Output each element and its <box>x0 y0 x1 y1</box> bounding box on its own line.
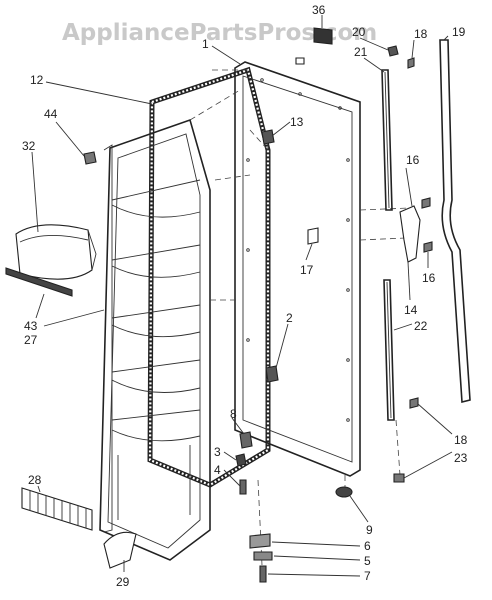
callout-5: 5 <box>364 554 371 568</box>
callout-4: 4 <box>214 463 221 477</box>
callout-43: 43 <box>24 319 38 333</box>
part-2-clip <box>265 365 279 383</box>
part-4-screw <box>239 479 247 495</box>
part-6-bracket <box>249 533 271 549</box>
callout-18-top: 18 <box>414 27 428 41</box>
part-28-grille <box>21 487 93 531</box>
callout-12: 12 <box>30 73 44 87</box>
callout-2: 2 <box>286 311 293 325</box>
callout-6: 6 <box>364 539 371 553</box>
callout-18-bottom: 18 <box>454 433 468 447</box>
door-liner <box>99 118 211 561</box>
callout-16-upper: 16 <box>406 153 420 167</box>
part-7-screw <box>259 565 267 583</box>
part-36-plate <box>295 27 333 65</box>
callout-1: 1 <box>202 37 209 51</box>
callout-29: 29 <box>116 575 130 589</box>
part-14-hinge <box>399 197 433 263</box>
part-43-bin-trim <box>5 267 73 297</box>
part-9-cap <box>335 486 353 498</box>
callout-3: 3 <box>214 445 221 459</box>
part-29-cover <box>103 531 137 569</box>
callout-7: 7 <box>364 569 371 583</box>
part-23-clip <box>393 473 405 483</box>
callout-23: 23 <box>454 451 468 465</box>
assembly-lines <box>189 69 411 566</box>
callout-17: 17 <box>300 263 314 277</box>
callout-36: 36 <box>312 3 326 17</box>
callout-20: 20 <box>352 25 366 39</box>
callout-16-lower: 16 <box>422 271 436 285</box>
outer-door-panel <box>234 61 361 477</box>
callout-labels: 36 1 20 18 19 21 12 44 13 32 16 16 17 14… <box>22 3 468 589</box>
part-3-cap <box>235 453 247 467</box>
callout-9: 9 <box>366 523 373 537</box>
part-44-screw <box>83 151 97 165</box>
callout-8: 8 <box>230 407 237 421</box>
leader-lines <box>31 15 453 577</box>
callout-13: 13 <box>290 115 304 129</box>
callout-44: 44 <box>44 107 58 121</box>
part-22-trim-strip <box>383 279 395 421</box>
part-19-long-strip <box>439 39 471 404</box>
callout-19: 19 <box>452 25 466 39</box>
part-20-hinge-cap <box>387 45 419 409</box>
part-32-door-bin <box>15 224 97 280</box>
callout-28: 28 <box>28 473 42 487</box>
callout-22: 22 <box>414 319 428 333</box>
part-5-plate <box>253 551 273 561</box>
callout-21: 21 <box>354 45 368 59</box>
callout-32: 32 <box>22 139 36 153</box>
part-13-stop <box>261 129 275 150</box>
part-17-bracket <box>307 227 319 245</box>
part-8-bracket <box>239 431 253 449</box>
callout-27: 27 <box>24 333 38 347</box>
part-21-trim-strip <box>381 69 393 211</box>
callout-14: 14 <box>404 303 418 317</box>
